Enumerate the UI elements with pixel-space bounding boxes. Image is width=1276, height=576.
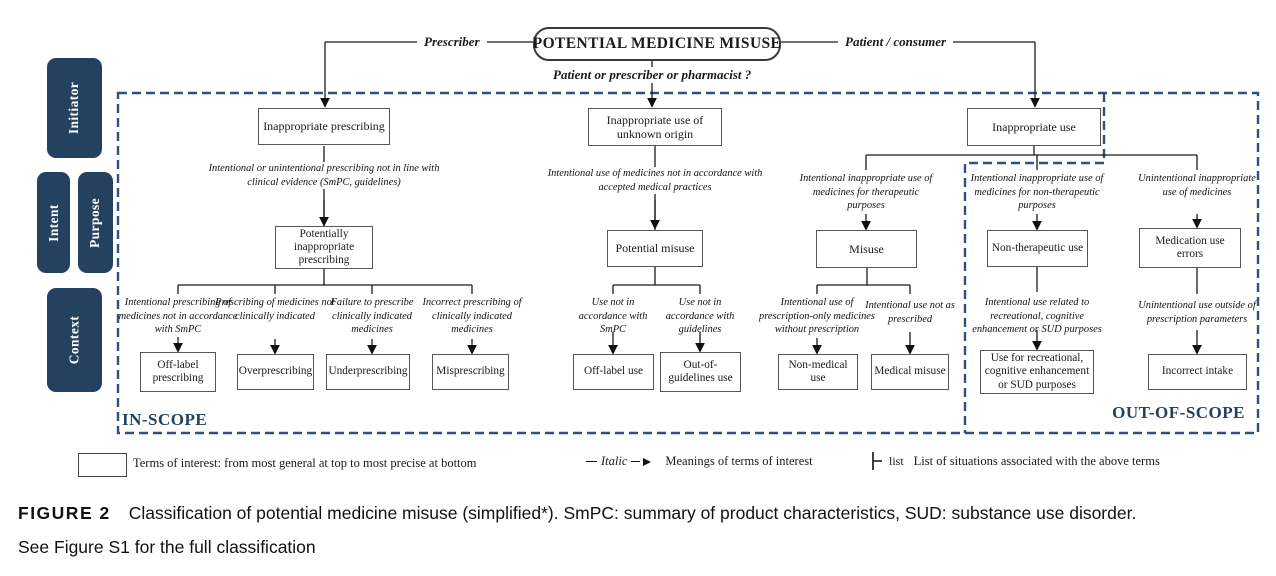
context-out-of-guidelines-use: Use not in accordance with guidelines (665, 297, 735, 336)
definition-inappropriate-use-unknown: Intentional use of medicines not in acco… (540, 167, 770, 195)
definition-misuse-purpose: Intentional inappropriate use of medicin… (799, 173, 933, 212)
node-recreational-use: Use for recreational, cognitive enhancem… (980, 350, 1094, 394)
sidebar-context-label: Context (66, 315, 82, 365)
legend-term-box-icon (78, 453, 127, 477)
node-inappropriate-use-unknown-origin: Inappropriate use of unknown origin (588, 108, 722, 146)
node-label: Non-therapeutic use (991, 241, 1084, 254)
context-off-label-use: Use not in accordance with SmPC (578, 297, 648, 336)
node-incorrect-intake: Incorrect intake (1148, 354, 1247, 390)
node-overprescribing: Overprescribing (237, 354, 314, 390)
node-underprescribing: Underprescribing (326, 354, 410, 390)
node-label: Out-of-guidelines use (668, 358, 733, 384)
node-non-therapeutic-use: Non-therapeutic use (987, 230, 1088, 267)
legend-term-label: Terms of interest: from most general at … (133, 456, 477, 470)
context-overprescribing: Prescribing of medicines not clinically … (215, 297, 335, 322)
context-incorrect-intake: Unintentional use outside of prescriptio… (1138, 300, 1256, 325)
node-label: Use for recreational, cognitive enhancem… (984, 352, 1090, 391)
node-out-of-guidelines-use: Out-of-guidelines use (660, 352, 741, 392)
node-label: Off-label use (583, 365, 644, 378)
sidebar-intent: Intent (37, 172, 70, 273)
figure-number: FIGURE 2 (18, 503, 111, 523)
node-label: Off-label prescribing (152, 358, 204, 384)
node-label: Misprescribing (436, 365, 505, 378)
node-medication-use-errors: Medication use errors (1139, 228, 1241, 268)
arrow-shaft-icon (631, 460, 641, 463)
node-label: Overprescribing (238, 365, 313, 378)
definition-non-therapeutic-purpose: Intentional inappropriate use of medicin… (970, 173, 1104, 212)
sidebar-intent-label: Intent (45, 203, 61, 242)
node-potentially-inappropriate-prescribing: Potentially inappropriate prescribing (275, 226, 373, 269)
node-misprescribing: Misprescribing (432, 354, 509, 390)
root-node: POTENTIAL MEDICINE MISUSE (533, 27, 781, 61)
caption-text: Classification of potential medicine mis… (128, 503, 1137, 523)
node-label: Underprescribing (328, 365, 408, 378)
dash-icon (586, 460, 597, 463)
node-label: Inappropriate use (992, 119, 1076, 134)
context-medical-misuse: Intentional use not as prescribed (865, 300, 955, 325)
node-inappropriate-use: Inappropriate use (967, 108, 1101, 146)
initiator-prescriber-label: Prescriber (417, 34, 487, 50)
context-off-label-prescribing: Intentional prescribing of medicines not… (118, 297, 238, 336)
node-potential-misuse: Potential misuse (607, 230, 703, 267)
node-off-label-prescribing: Off-label prescribing (140, 352, 216, 392)
context-recreational-use: Intentional use related to recreational,… (972, 297, 1102, 336)
node-off-label-use: Off-label use (573, 354, 654, 390)
figure-caption-line1: FIGURE 2 Classification of potential medi… (18, 503, 1266, 524)
node-misuse: Misuse (816, 230, 917, 268)
legend-italic-item: Italic Meanings of terms of interest (586, 454, 813, 469)
node-label: Non-medical use (788, 358, 848, 384)
legend-list-item: list List of situations associated with … (869, 450, 1160, 472)
figure-caption-line2: See Figure S1 for the full classificatio… (18, 537, 316, 557)
arrow-head-icon (643, 457, 652, 466)
root-node-label: POTENTIAL MEDICINE MISUSE (532, 35, 782, 52)
definition-inappropriate-prescribing: Intentional or unintentional prescribing… (204, 162, 444, 190)
node-non-medical-use: Non-medical use (778, 354, 858, 390)
root-question-label: Patient or prescriber or pharmacist ? (546, 67, 759, 83)
sidebar-context: Context (47, 288, 102, 392)
node-label: Inappropriate use of unknown origin (606, 112, 704, 141)
context-non-medical-use: Intentional use of prescription-only med… (759, 297, 875, 336)
node-label: Incorrect intake (1161, 365, 1234, 378)
context-misprescribing: Incorrect prescribing of clinically indi… (422, 297, 522, 336)
node-label: Potential misuse (615, 241, 695, 256)
sidebar-initiator-label: Initiator (66, 81, 82, 135)
in-scope-label: IN-SCOPE (122, 410, 208, 429)
out-of-scope-label: OUT-OF-SCOPE (1112, 403, 1245, 422)
node-label: Potentially inappropriate prescribing (293, 227, 355, 267)
list-tick-icon (872, 452, 882, 470)
node-label: Medication use errors (1155, 234, 1225, 260)
legend-italic-word: Italic (601, 454, 628, 468)
node-medical-misuse: Medical misuse (871, 354, 949, 390)
node-inappropriate-prescribing: Inappropriate prescribing (258, 108, 390, 145)
legend-list-label: List of situations associated with the a… (913, 453, 1160, 468)
legend-italic-label: Meanings of terms of interest (665, 454, 813, 468)
definition-medication-errors-purpose: Unintentional inappropriate use of medic… (1138, 173, 1256, 198)
context-underprescribing: Failure to prescribe clinically indicate… (330, 297, 414, 336)
initiator-patient-label: Patient / consumer (838, 34, 954, 50)
node-label: Medical misuse (874, 365, 946, 378)
sidebar-initiator: Initiator (47, 58, 102, 158)
sidebar-purpose: Purpose (78, 172, 113, 273)
sidebar-purpose-label: Purpose (87, 197, 103, 248)
legend-list-word: list (889, 453, 904, 468)
node-label: Misuse (849, 241, 884, 256)
node-label: Inappropriate prescribing (263, 119, 385, 134)
